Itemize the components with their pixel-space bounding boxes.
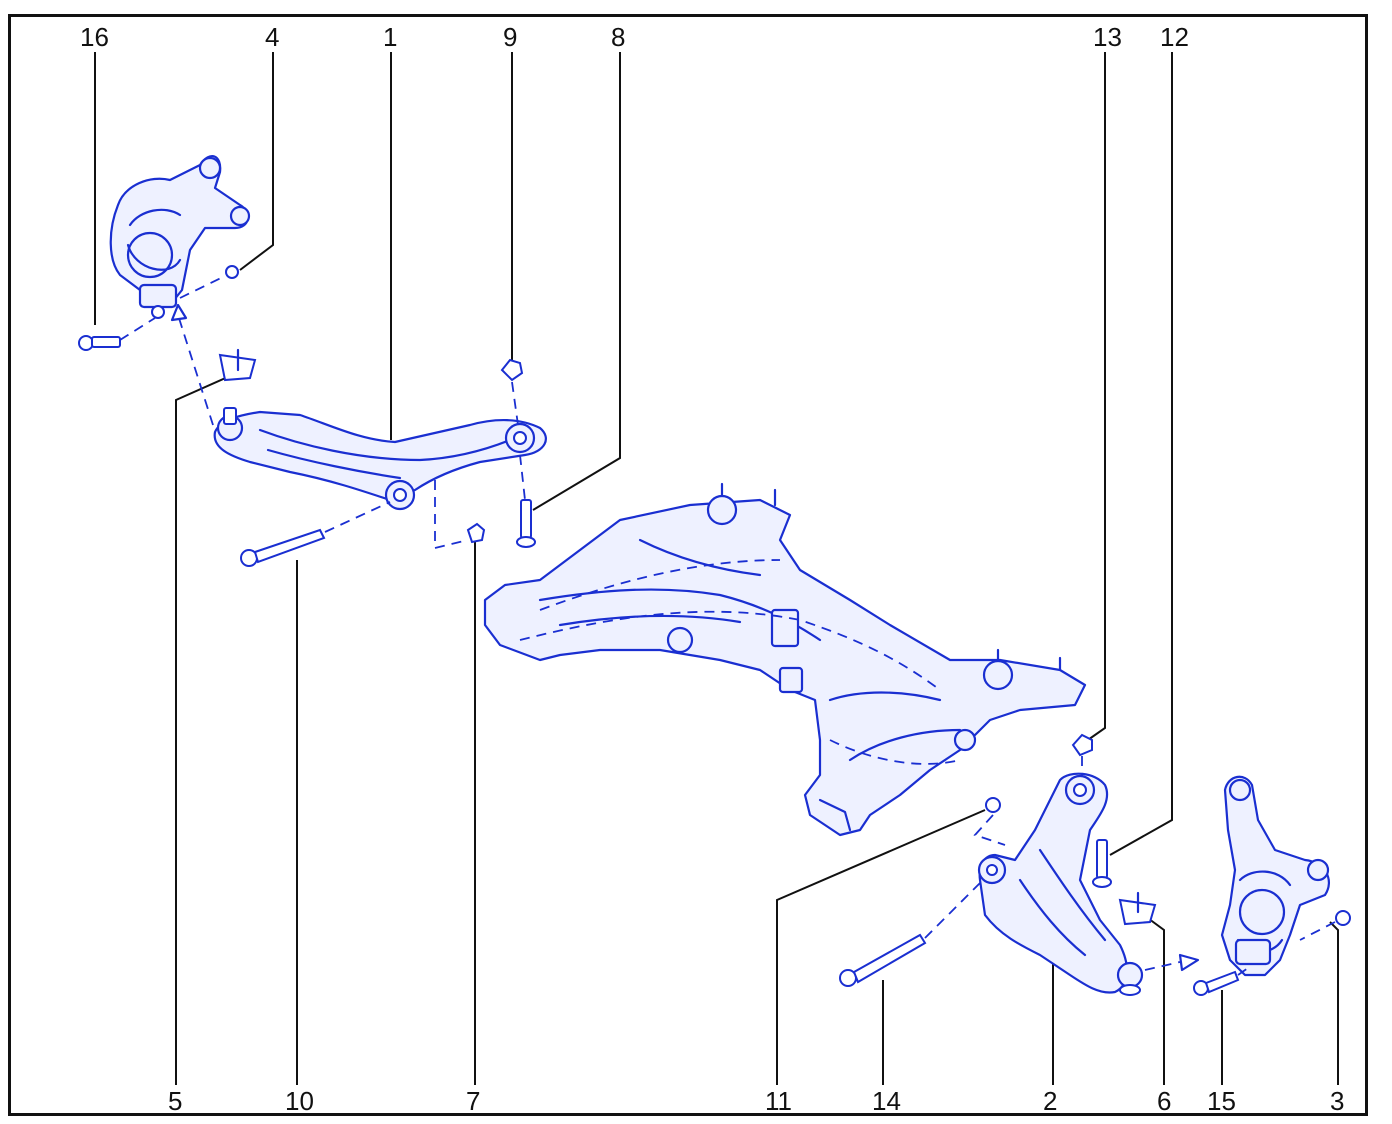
callout-6: 6 — [1157, 1086, 1171, 1116]
nut-13 — [1071, 733, 1093, 757]
callout-4: 4 — [265, 22, 279, 52]
callout-7: 7 — [466, 1086, 480, 1116]
callout-16: 16 — [80, 22, 109, 52]
bolt-16 — [78, 335, 121, 351]
callout-13: 13 — [1093, 22, 1122, 52]
callout-15: 15 — [1207, 1086, 1236, 1116]
leader-6 — [1144, 915, 1165, 1085]
callout-8: 8 — [611, 22, 625, 52]
leader-lines — [94, 52, 1339, 1085]
leader-3 — [1329, 921, 1339, 1085]
right-steering-knuckle — [1220, 775, 1331, 977]
right-lower-control-arm — [977, 772, 1144, 996]
callout-3: 3 — [1330, 1086, 1344, 1116]
bolt-12 — [1092, 839, 1112, 888]
arrow-right-icon — [1178, 953, 1200, 972]
nut-4 — [225, 265, 239, 279]
nut-9 — [500, 358, 524, 382]
leader-12 — [1109, 52, 1173, 856]
callout-12: 12 — [1160, 22, 1189, 52]
nut-11 — [985, 797, 1001, 813]
leader-5 — [175, 375, 231, 1085]
bolt-8 — [516, 499, 536, 548]
nut-7 — [466, 522, 486, 544]
leader-8 — [532, 52, 621, 511]
callout-11: 11 — [765, 1086, 792, 1116]
bolt-14 — [839, 933, 927, 987]
nut-3 — [1335, 910, 1351, 926]
bolt-10 — [240, 528, 326, 567]
left-steering-knuckle — [109, 155, 251, 319]
bolt-15 — [1193, 970, 1240, 996]
callout-2: 2 — [1043, 1086, 1057, 1116]
leader-13 — [1084, 52, 1106, 743]
callout-1: 1 — [383, 22, 397, 52]
shield-plate-5 — [218, 348, 257, 382]
leader-4 — [239, 52, 274, 271]
callout-9: 9 — [503, 22, 517, 52]
shield-plate-6 — [1118, 891, 1157, 926]
arrow-up-icon — [170, 303, 188, 322]
callout-14: 14 — [872, 1086, 901, 1116]
callout-5: 5 — [168, 1086, 182, 1116]
front-subframe — [483, 482, 1087, 837]
left-lower-control-arm — [213, 407, 547, 511]
leader-11 — [776, 809, 986, 1085]
callout-10: 10 — [285, 1086, 314, 1116]
